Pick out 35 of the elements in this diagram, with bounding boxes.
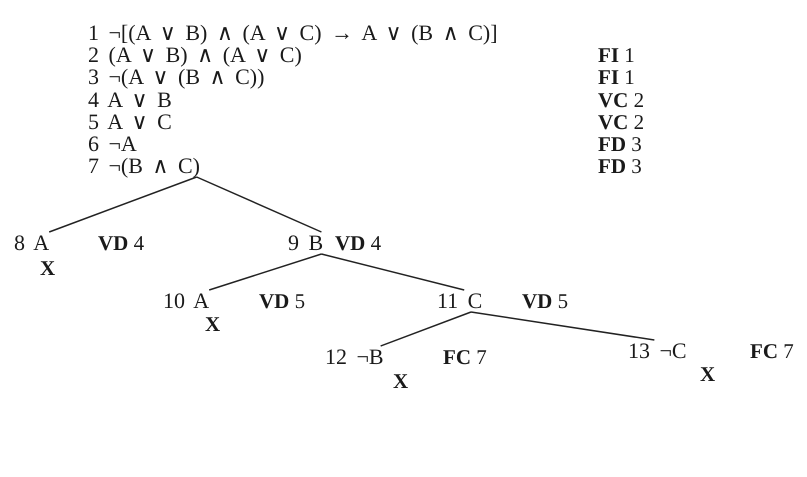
rule-annotation: FI 1	[598, 66, 635, 88]
formula-line: 3 ¬(A ∨ (B ∧ C))	[88, 66, 264, 88]
formula-line: 1 ¬[(A ∨ B) ∧ (A ∨ C) → A ∨ (B ∧ C)]	[88, 22, 498, 44]
rule-annotation: FD 3	[598, 133, 642, 155]
rule-annotation: FC 7	[443, 346, 487, 368]
rule-annotation: VD 5	[259, 290, 306, 312]
branch-line	[470, 311, 654, 341]
rule-annotation: FC 7	[750, 340, 794, 362]
closed-branch-mark: X	[205, 313, 220, 335]
formula-line: 13 ¬C	[628, 340, 687, 362]
rule-annotation: VC 2	[598, 111, 644, 133]
formula-line: 11 C	[437, 290, 482, 312]
formula-line: 9 B	[288, 232, 324, 254]
rule-annotation: VC 2	[598, 89, 644, 111]
rule-annotation: VD 4	[98, 232, 144, 254]
rule-annotation: VD 4	[335, 232, 382, 254]
branch-line	[48, 176, 197, 233]
branch-line	[208, 253, 322, 291]
formula-line: 7 ¬(B ∧ C)	[88, 155, 200, 177]
branch-line	[380, 311, 472, 347]
closed-branch-mark: X	[700, 363, 716, 385]
formula-line: 8 A	[14, 232, 50, 254]
formula-line: 6 ¬A	[88, 133, 137, 155]
formula-line: 12 ¬B	[325, 346, 384, 368]
rule-annotation: FD 3	[598, 155, 642, 177]
closed-branch-mark: X	[40, 257, 56, 279]
formula-line: 5 A ∨ C	[88, 111, 172, 133]
closed-branch-mark: X	[393, 370, 408, 392]
rule-annotation: FI 1	[598, 44, 635, 66]
rule-annotation: VD 5	[522, 290, 568, 312]
branch-line	[196, 176, 322, 233]
formula-line: 10 A	[163, 290, 210, 312]
formula-line: 2 (A ∨ B) ∧ (A ∨ C)	[88, 44, 302, 66]
branch-line	[321, 253, 464, 291]
formula-line: 4 A ∨ B	[88, 89, 172, 111]
